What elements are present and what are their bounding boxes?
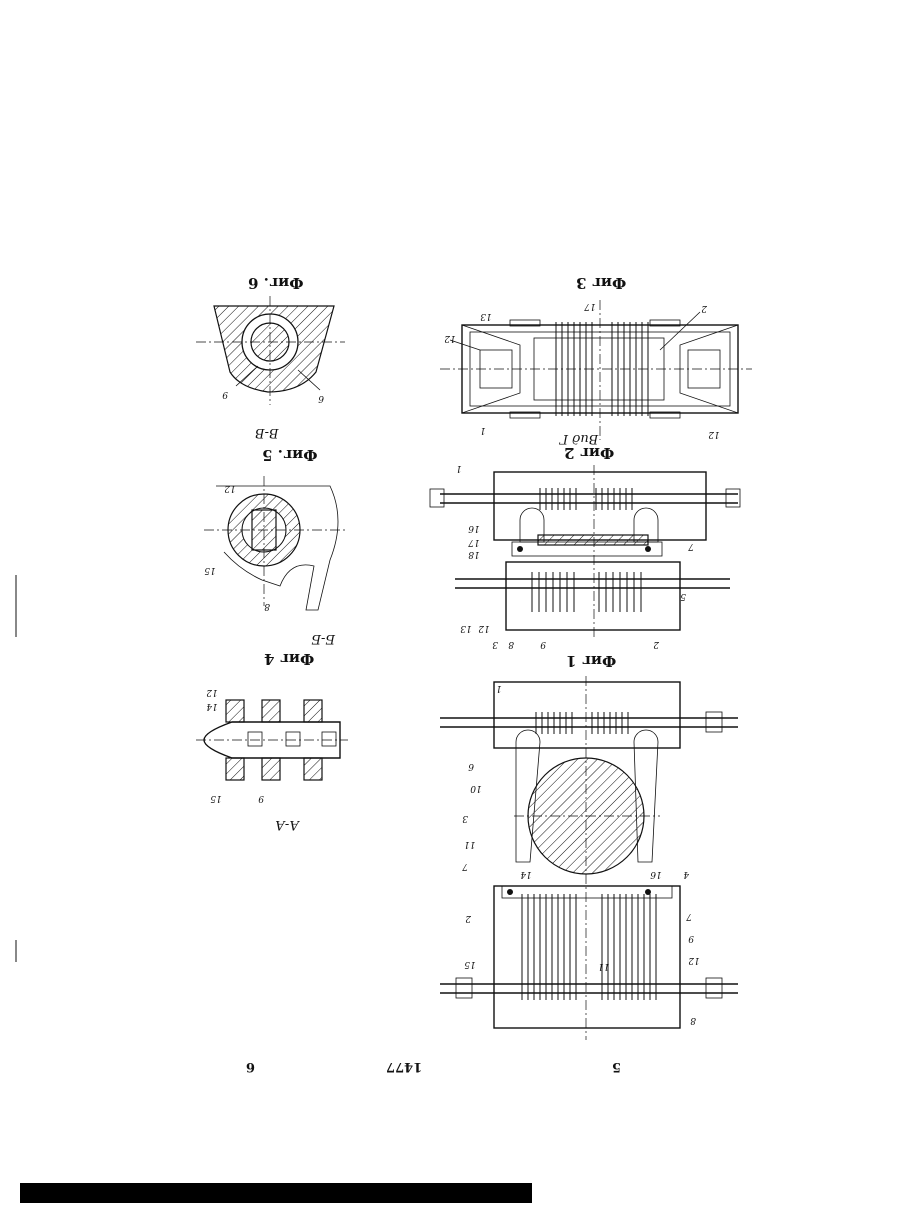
figure-3: Фиг 3 2 12 1 12 17 13 bbox=[440, 274, 752, 440]
fig5-caption: Фиг. 5 bbox=[262, 446, 317, 464]
fig3-caption: Фиг 3 bbox=[576, 274, 626, 292]
fig1-label-3: 3 bbox=[462, 813, 468, 823]
fig2-label-9: 9 bbox=[540, 639, 546, 649]
figure-6: Фиг. 6 9 6 В-В bbox=[196, 274, 345, 440]
fig2-label-13: 13 bbox=[460, 623, 472, 633]
scan-bar bbox=[20, 1183, 532, 1203]
figure-5: Фиг. 5 12 15 8 Б-Б bbox=[204, 446, 345, 646]
fig6-label-6: 6 bbox=[318, 393, 324, 403]
fig2-label-7: 7 bbox=[688, 541, 694, 551]
fig4-section: А-А bbox=[275, 817, 300, 832]
fig4-label-15: 15 bbox=[210, 793, 222, 803]
fig1-label-2: 2 bbox=[465, 913, 472, 923]
fig1-label-12: 12 bbox=[688, 955, 700, 965]
fig1-label-11: 11 bbox=[598, 961, 609, 971]
fig4-caption: Фиг 4 bbox=[264, 650, 314, 668]
fig3-label-17: 17 bbox=[584, 301, 596, 311]
figure-4: Фиг 4 12 14 15 9 А-А bbox=[196, 650, 348, 832]
fig3-label-1: 1 bbox=[480, 425, 486, 435]
fig6-section: В-В bbox=[255, 425, 280, 440]
fig4-label-14: 14 bbox=[206, 701, 218, 711]
fig1-label-1: 1 bbox=[496, 683, 502, 693]
fig4-label-9: 9 bbox=[258, 793, 264, 803]
page-number-center: 1477 bbox=[386, 1059, 422, 1074]
fig3-label-12a: 12 bbox=[444, 333, 456, 343]
fig1-label-13: 14 bbox=[520, 869, 532, 879]
fig2-label-2: 2 bbox=[653, 639, 660, 649]
fig2-label-5: 5 bbox=[680, 591, 686, 601]
fig4-label-12: 12 bbox=[206, 687, 218, 697]
fig5-label-8: 8 bbox=[264, 601, 270, 611]
fig2-label-18: 18 bbox=[468, 549, 480, 559]
fig1-label-10: 10 bbox=[470, 783, 482, 793]
page-number-right: 5 bbox=[612, 1059, 621, 1074]
fig5-label-12: 12 bbox=[224, 483, 236, 493]
fig2-label-3: 3 bbox=[492, 639, 498, 649]
fig2-label-12: 12 bbox=[478, 623, 490, 633]
fig1-label-16: 7 bbox=[462, 861, 468, 871]
fig6-label-9: 9 bbox=[222, 389, 228, 399]
fig5-label-15: 15 bbox=[204, 565, 216, 575]
fig3-label-2: 2 bbox=[701, 303, 708, 313]
fig2-label-16: 16 bbox=[468, 523, 480, 533]
page-number-left: 6 bbox=[246, 1059, 255, 1074]
fig1-label-14: 15 bbox=[464, 959, 476, 969]
fig2-label-1: 1 bbox=[456, 463, 462, 473]
fig3-label-13: 13 bbox=[480, 311, 492, 321]
figure-1: Фиг 1 1 6 10 3 11 7 14 16 4 2 7 9 bbox=[440, 652, 738, 1040]
fig2-label-8: 8 bbox=[508, 639, 514, 649]
fig1-label-18: 11 bbox=[464, 839, 475, 849]
fig1-label-9: 9 bbox=[688, 933, 694, 943]
fig1-label-8: 8 bbox=[690, 1015, 696, 1025]
fig2-subcaption: Вид Г bbox=[559, 431, 599, 446]
fig1-label-7: 7 bbox=[686, 911, 692, 921]
fig1-label-15: 16 bbox=[650, 869, 662, 879]
fig3-label-12b: 12 bbox=[708, 429, 720, 439]
fig5-section: Б-Б bbox=[311, 631, 336, 646]
fig1-label-6: 6 bbox=[468, 761, 474, 771]
fig6-caption: Фиг. 6 bbox=[248, 274, 303, 292]
fig2-label-17: 17 bbox=[468, 537, 480, 547]
figure-2: Фиг 2 Вид Г 1 7 16 17 18 13 12 3 8 9 2 5 bbox=[430, 431, 740, 649]
fig1-label-4: 4 bbox=[683, 869, 690, 879]
fig1-caption: Фиг 1 bbox=[566, 652, 616, 670]
